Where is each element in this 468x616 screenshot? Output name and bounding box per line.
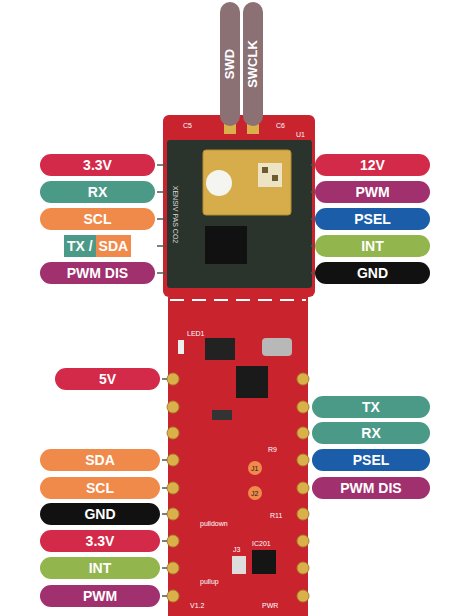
pin-label: PWM DIS (40, 262, 155, 284)
leader-lines (157, 165, 315, 596)
pin-label: RX (312, 422, 430, 444)
pin-name: GND (357, 262, 388, 284)
carrier-pcb (168, 297, 308, 616)
board-version: V1.2 (190, 602, 204, 609)
pin-name: TX / (64, 235, 96, 257)
pin-name: 3.3V (83, 154, 112, 176)
pin-name: INT (89, 557, 112, 579)
pin-name: PWM (355, 181, 389, 203)
pin-label: PWM DIS (312, 477, 430, 499)
board-note: pulldown (200, 520, 228, 527)
pin-name: SWD (220, 49, 240, 79)
pin-label: PWM (315, 181, 430, 203)
pin-label: GND (315, 262, 430, 284)
pin-name: SCL (86, 477, 114, 499)
pin-label: PSEL (315, 208, 430, 230)
sensor-pcb (163, 115, 315, 297)
component-ref: IC201 (252, 540, 271, 547)
jumper-ref: J1 (251, 465, 258, 472)
pin-name: SWCLK (243, 40, 263, 88)
jumper-j3 (232, 556, 246, 574)
pin-name: 5V (99, 368, 116, 390)
pin-label: TX (312, 396, 430, 418)
pin-label: SCL (40, 208, 155, 230)
mcu-chip (236, 366, 268, 398)
pin-label: PWM (40, 585, 160, 607)
component-ref: R9 (268, 446, 277, 453)
pin-name: RX (88, 181, 107, 203)
jumper-j2 (248, 486, 262, 500)
sensor-window (206, 170, 232, 196)
qr-code (258, 163, 282, 187)
qr-dot (272, 175, 278, 181)
pin-label: SCL (40, 477, 160, 499)
pin-label: 5V (55, 368, 160, 390)
pin-name: PWM (83, 585, 117, 607)
jumper-j1 (248, 461, 262, 475)
pin-label: SWD (220, 2, 240, 126)
ic201-chip (252, 550, 276, 574)
pin-label: INT (40, 557, 160, 579)
board-note: PWR (262, 602, 278, 609)
pin-label: 12V (315, 154, 430, 176)
pin-name: SDA (85, 449, 115, 471)
pin-label: RX (40, 181, 155, 203)
regulator (205, 338, 235, 360)
jumper-ref: J3 (233, 546, 240, 553)
sensor-cap (203, 150, 291, 215)
pin-label: 3.3V (40, 154, 155, 176)
pin-name: 3.3V (86, 530, 115, 552)
component-ref: C6 (276, 122, 285, 129)
pin-name: PSEL (354, 208, 391, 230)
board-note: pullup (200, 578, 219, 585)
pin-name: PWM DIS (340, 477, 401, 499)
pin-label: SDA (40, 449, 160, 471)
pin-label: INT (315, 235, 430, 257)
pin-name: GND (84, 503, 115, 525)
castellated-pads (167, 373, 309, 602)
product-marking: XENSIV PAS CO2 (172, 185, 179, 242)
pin-name: TX (362, 396, 380, 418)
pin-label: GND (40, 503, 160, 525)
crystal (262, 338, 292, 356)
pin-name: 12V (360, 154, 385, 176)
pin-name: PSEL (353, 449, 390, 471)
pin-name: RX (361, 422, 380, 444)
component-ref: C5 (183, 122, 192, 129)
pin-label: 3.3V (40, 530, 160, 552)
jumper-ref: J2 (251, 490, 258, 497)
led (178, 340, 184, 354)
break-line (170, 299, 306, 301)
component-ref: LED1 (187, 330, 205, 337)
pin-label: SWCLK (243, 2, 263, 126)
pin-label: PSEL (312, 449, 430, 471)
component-ref: R11 (270, 512, 282, 519)
component-ref: U1 (296, 131, 305, 138)
pin-name: INT (361, 235, 384, 257)
ic-chip (205, 226, 247, 264)
pin-name: SCL (84, 208, 112, 230)
pin-name: PWM DIS (67, 262, 128, 284)
pin-name: SDA (96, 235, 132, 257)
qr-dot (262, 167, 268, 173)
pin-label: TX /SDA (40, 235, 155, 257)
sensor-module (167, 140, 312, 288)
capacitor (212, 410, 232, 420)
